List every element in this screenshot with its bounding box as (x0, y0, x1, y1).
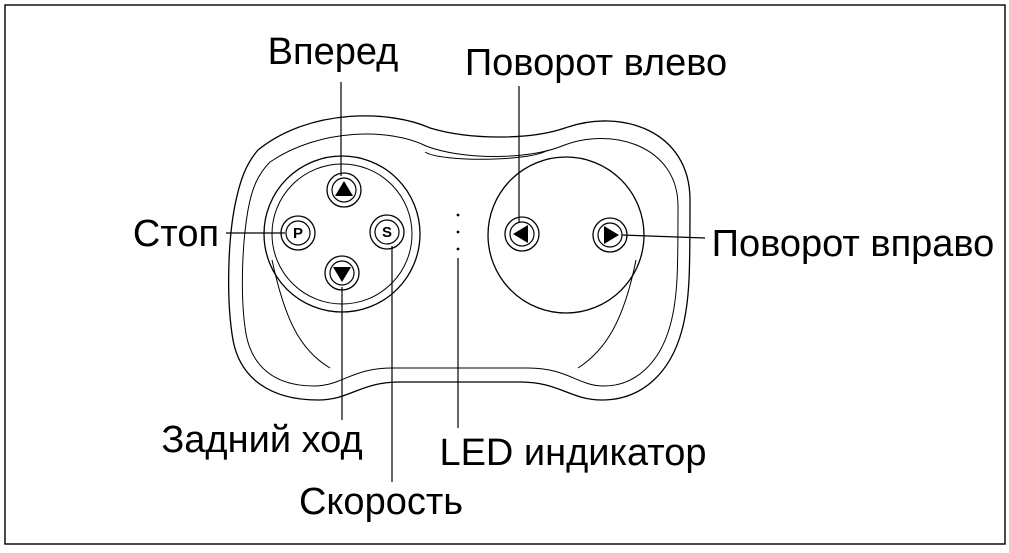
label-turn-right: Поворот вправо (712, 223, 995, 265)
diagram-frame (4, 4, 1006, 545)
right-pad-outer-ring (487, 156, 645, 314)
stop-button-letter: P (293, 225, 303, 242)
arrow-down-icon (333, 267, 351, 282)
arrow-left-icon (513, 225, 528, 243)
label-speed: Скорость (299, 481, 463, 523)
label-led: LED индикатор (439, 432, 706, 474)
remote-body-outer (227, 115, 691, 401)
label-reverse: Задний ход (161, 419, 362, 461)
speed-button[interactable]: S (369, 214, 405, 250)
label-turn-left: Поворот влево (465, 42, 727, 84)
speed-button-letter: S (382, 224, 392, 241)
label-forward: Вперед (268, 31, 399, 73)
turn-right-button[interactable] (592, 217, 628, 253)
led-indicator (456, 213, 460, 251)
turn-right-leader-line (621, 234, 706, 239)
led-dot (456, 213, 460, 217)
forward-button[interactable] (326, 172, 362, 208)
right-pad-shoulder (577, 259, 637, 369)
top-groove (424, 149, 549, 160)
label-stop: Стоп (133, 213, 219, 255)
stop-button[interactable]: P (280, 215, 316, 251)
remote-body-inner (241, 133, 679, 387)
arrow-up-icon (335, 181, 353, 196)
left-pad-shoulder (271, 259, 331, 369)
arrow-right-icon (604, 226, 619, 244)
reverse-button[interactable] (324, 255, 360, 291)
turn-left-button[interactable] (504, 216, 540, 252)
led-dot (456, 247, 460, 251)
led-dot (456, 230, 460, 234)
